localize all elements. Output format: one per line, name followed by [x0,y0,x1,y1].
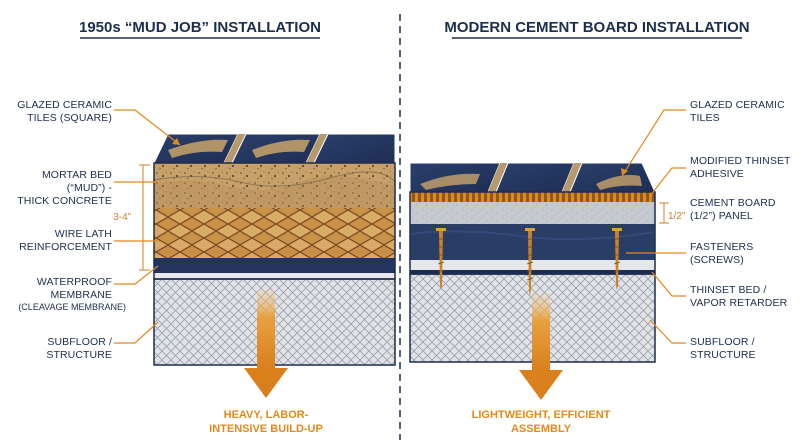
right-label-tiles: GLAZED CERAMIC TILES [690,99,785,124]
svg-text:TILES (SQUARE): TILES (SQUARE) [27,112,112,124]
svg-text:GLAZED CERAMIC: GLAZED CERAMIC [17,99,112,111]
svg-text:SUBFLOOR /: SUBFLOOR / [690,336,755,348]
svg-text:(SCREWS): (SCREWS) [690,254,744,266]
right-label-thinset: MODIFIED THINSET ADHESIVE [690,155,791,180]
left-dimension-text: 3-4” [113,212,131,223]
svg-text:THICK CONCRETE: THICK CONCRETE [17,195,112,207]
svg-text:(CLEAVAGE MEMBRANE): (CLEAVAGE MEMBRANE) [18,302,126,312]
right-assembly: 1/2” [409,162,685,400]
left-label-mortar: MORTAR BED (“MUD”) - THICK CONCRETE [17,169,112,207]
left-title: 1950s “MUD JOB” INSTALLATION [79,19,321,36]
left-tiles [153,133,396,164]
svg-text:(1/2”) PANEL: (1/2”) PANEL [690,210,753,222]
right-dimension: 1/2” [659,202,685,224]
left-membrane [154,258,395,273]
svg-text:MEMBRANE: MEMBRANE [51,289,112,301]
left-assembly: 3-4” [113,133,396,398]
right-arrow [519,294,563,400]
svg-text:WATERPROOF: WATERPROOF [37,276,112,288]
screw-icon [436,228,446,290]
svg-text:ASSEMBLY: ASSEMBLY [511,423,572,435]
svg-text:SUBFLOOR /: SUBFLOOR / [47,336,112,348]
svg-text:LIGHTWEIGHT, EFFICIENT: LIGHTWEIGHT, EFFICIENT [472,409,611,421]
svg-text:MORTAR BED: MORTAR BED [42,169,112,181]
svg-text:WIRE LATH: WIRE LATH [55,228,112,240]
svg-text:FASTENERS: FASTENERS [690,241,753,253]
right-label-subfloor: SUBFLOOR / STRUCTURE [690,336,756,361]
right-thinset [410,192,655,202]
svg-text:REINFORCEMENT: REINFORCEMENT [19,241,112,253]
svg-text:STRUCTURE: STRUCTURE [690,349,756,361]
svg-text:ADHESIVE: ADHESIVE [690,168,744,180]
right-label-board: CEMENT BOARD (1/2”) PANEL [690,197,776,222]
right-dimension-text: 1/2” [668,211,685,222]
right-label-fasteners: FASTENERS (SCREWS) [690,241,753,266]
screw-icon [525,228,535,296]
left-arrow [244,290,288,398]
screw-icon [612,228,622,290]
left-label-membrane: WATERPROOF MEMBRANE (CLEAVAGE MEMBRANE) [18,276,126,312]
left-mortar-bed [153,163,396,208]
left-bottom-caption: HEAVY, LABOR- INTENSIVE BUILD-UP [209,409,323,435]
left-dimension: 3-4” [113,164,150,271]
left-label-subfloor: SUBFLOOR / STRUCTURE [46,336,112,361]
left-label-tiles: GLAZED CERAMIC TILES (SQUARE) [17,99,112,124]
svg-text:HEAVY, LABOR-: HEAVY, LABOR- [224,409,309,421]
right-title: MODERN CEMENT BOARD INSTALLATION [444,19,749,36]
svg-text:VAPOR RETARDER: VAPOR RETARDER [690,297,788,309]
right-tiles [409,162,656,193]
right-bottom-caption: LIGHTWEIGHT, EFFICIENT ASSEMBLY [472,409,611,435]
left-wire-lath [154,208,395,258]
svg-text:CEMENT BOARD: CEMENT BOARD [690,197,776,209]
right-label-vapor: THINSET BED / VAPOR RETARDER [690,284,788,309]
svg-text:GLAZED CERAMIC: GLAZED CERAMIC [690,99,785,111]
right-cement-board [410,202,655,224]
left-label-lath: WIRE LATH REINFORCEMENT [19,228,112,253]
svg-text:TILES: TILES [690,112,720,124]
svg-text:INTENSIVE BUILD-UP: INTENSIVE BUILD-UP [209,423,323,435]
svg-text:MODIFIED THINSET: MODIFIED THINSET [690,155,791,167]
svg-text:(“MUD”) -: (“MUD”) - [67,182,113,194]
svg-text:STRUCTURE: STRUCTURE [46,349,112,361]
right-vapor-retarder [410,260,655,270]
svg-text:THINSET BED /: THINSET BED / [690,284,766,296]
